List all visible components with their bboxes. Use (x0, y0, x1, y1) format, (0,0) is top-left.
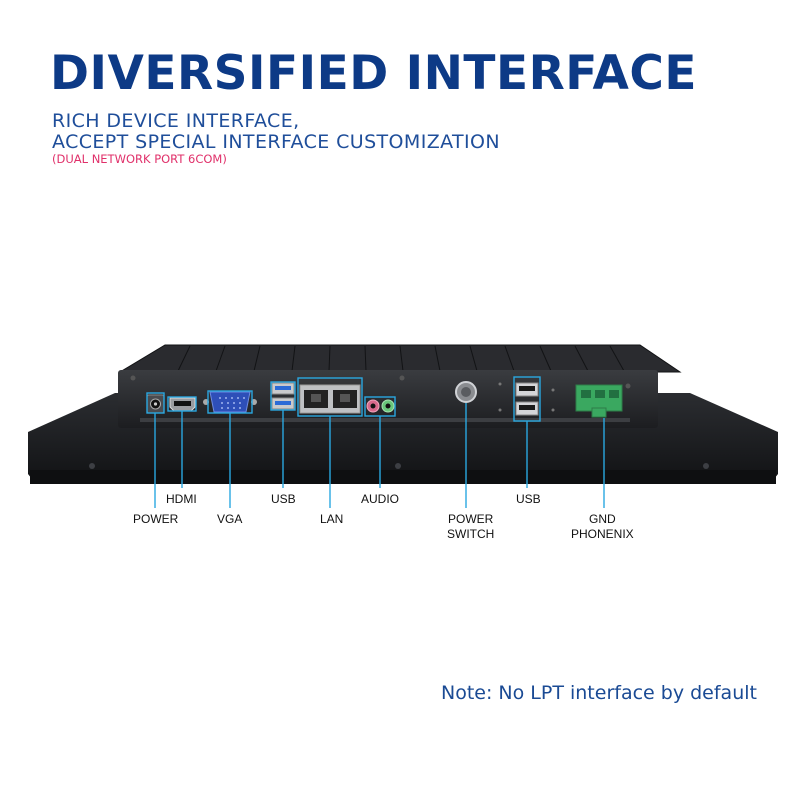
box-screw (130, 375, 136, 381)
footer-note: Note: No LPT interface by default (441, 682, 757, 704)
power-switch-button (455, 381, 477, 403)
vga-port (209, 391, 251, 413)
subtitle-note: (DUAL NETWORK PORT 6COM) (52, 152, 227, 166)
usb-left-ports (271, 382, 295, 410)
label-usb-right: USB (516, 492, 541, 506)
label-power-switch-line2: SWITCH (447, 527, 495, 541)
label-power-switch-line1: POWER (447, 512, 494, 526)
label-power-switch: POWER SWITCH (447, 512, 494, 542)
panel-screw (395, 463, 401, 469)
usb-right-ports (515, 382, 539, 416)
panel-screw (703, 463, 709, 469)
label-gnd-line2: PHONENIX (571, 527, 634, 541)
subtitle-line-1: RICH DEVICE INTERFACE, (52, 110, 300, 132)
label-lan: LAN (320, 512, 344, 526)
label-vga: VGA (217, 512, 243, 526)
page-title: DIVERSIFIED INTERFACE (50, 46, 697, 101)
panel-screw (89, 463, 95, 469)
heatsink-fins (118, 344, 682, 373)
audio-jacks (366, 399, 395, 413)
box-screw (625, 383, 631, 389)
label-hdmi: HDMI (166, 492, 197, 506)
lan-ports (299, 384, 361, 414)
phoenix-terminal (575, 384, 623, 418)
callout-lines (146, 376, 605, 508)
label-usb-left: USB (271, 492, 296, 506)
label-audio: AUDIO (361, 492, 400, 506)
label-gnd-line1: GND (589, 512, 616, 526)
panel-lower-edge (30, 470, 776, 484)
label-power: POWER (133, 512, 179, 526)
subtitle-line-2: ACCEPT SPECIAL INTERFACE CUSTOMIZATION (52, 131, 501, 153)
box-screw (399, 375, 405, 381)
label-gnd-phoenix: GND PHONENIX (571, 512, 634, 542)
